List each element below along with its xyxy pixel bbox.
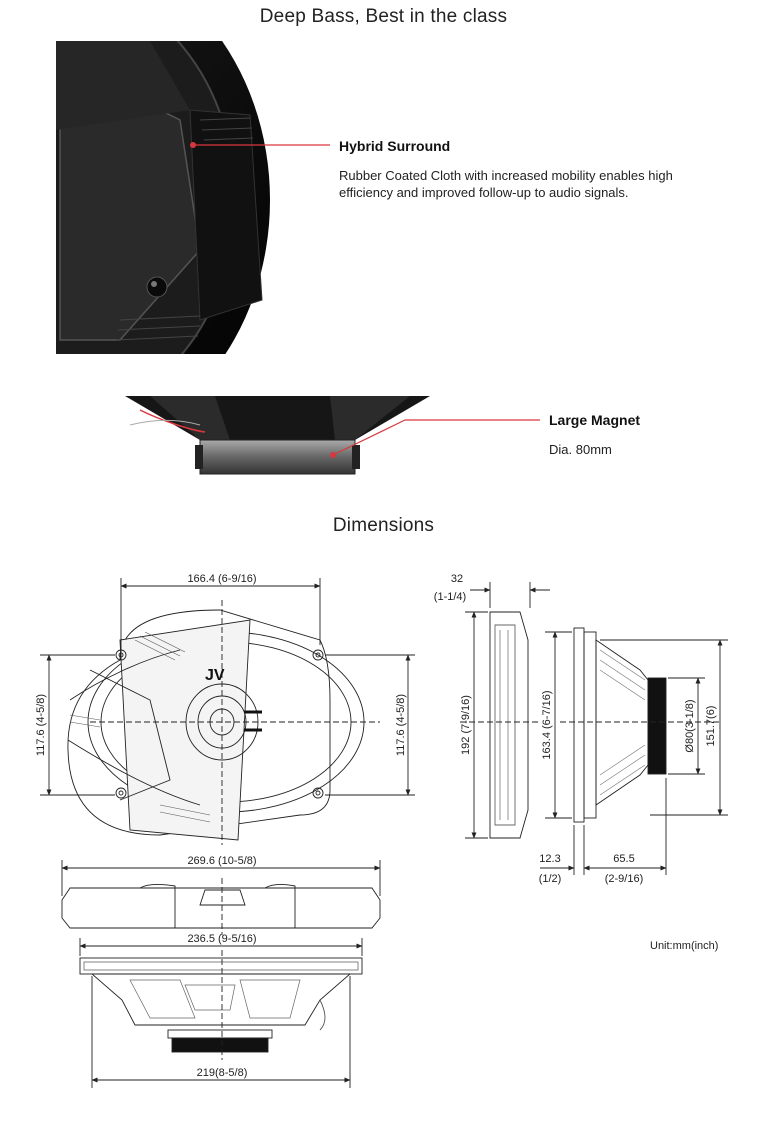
feature-large-magnet-desc: Dia. 80mm [549,442,612,457]
feature-large-magnet-title: Large Magnet [549,412,641,428]
dim-front-height-left: 117.6 (4-5/8) [35,694,47,756]
side-view-thin [460,611,540,839]
top-view-overall [61,878,381,935]
front-view [67,600,380,845]
dim-bottom-width: 219(8-5/8) [197,1067,248,1079]
speaker-surround-photo [56,41,540,475]
brand-mark: JV [205,667,225,684]
feature-hybrid-surround-title: Hybrid Surround [339,138,451,154]
unit-label: Unit:mm(inch) [650,940,719,952]
dim-front-width: 166.4 (6-9/16) [187,573,256,585]
dim-magnet-dia: Ø80(3-1/8) [684,699,696,752]
dim-overall-width: 269.6 (10-5/8) [187,855,256,867]
feature-hybrid-surround-desc-2: efficiency and improved follow-up to aud… [339,185,629,200]
dim-side-height: 192 (7-9/16) [460,695,472,755]
dim-offset-b: 65.5 [613,853,634,865]
heading-dimensions: Dimensions [332,515,435,536]
side-view-deep [560,627,720,823]
dim-front-height-right: 117.6 (4-5/8) [395,694,407,756]
bottom-view [79,950,363,1060]
dim-side-total: 151.7(6) [705,706,717,747]
heading-top: Deep Bass, Best in the class [259,6,508,27]
dim-side-inner-height: 163.4 (6-7/16) [541,690,553,759]
feature-hybrid-surround-desc-1: Rubber Coated Cloth with increased mobil… [339,168,673,183]
dim-offset-a: 12.3 [539,853,560,865]
dim-offset-b-inch: (2-9/16) [605,873,644,885]
dim-side-depth: 32 [451,573,463,585]
dim-mount-width: 236.5 (9-5/16) [187,933,256,945]
dim-offset-a-inch: (1/2) [539,873,562,885]
speaker-magnet-photo [125,396,430,475]
dim-side-depth-inch: (1-1/4) [434,591,466,603]
